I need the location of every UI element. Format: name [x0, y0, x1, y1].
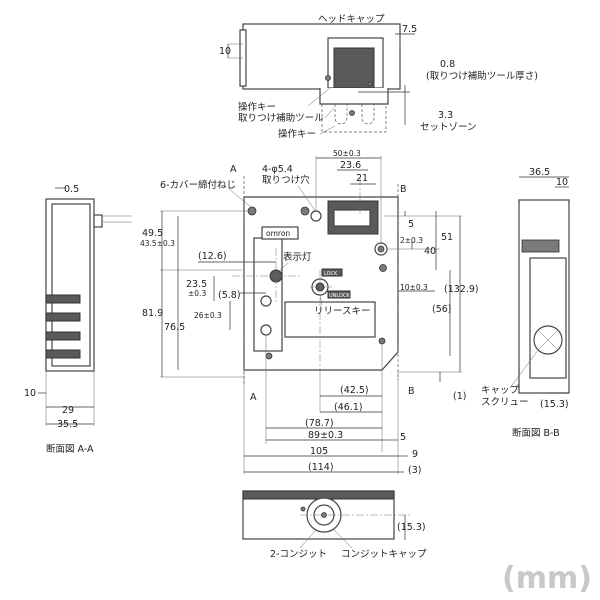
dim-w-21: 21: [356, 173, 368, 184]
label-mount-hole-count: 4-φ5.4: [262, 164, 293, 175]
dim-b-89: 89±0.3: [308, 430, 343, 441]
dim-top-0-8: 0.8: [440, 59, 455, 70]
label-operating-key-tool: 操作キー: [238, 101, 276, 113]
dim-h-23-5-tol: ±0.3: [188, 289, 206, 298]
label-cover-screw: 6-カバー締付ねじ: [160, 179, 236, 191]
dim-h-76-5: 76.5: [164, 322, 185, 333]
dim-b-9: 9: [412, 449, 418, 460]
mount-hole: [310, 210, 322, 222]
dim-b-114: (114): [308, 462, 334, 473]
dim-b-42-5: (42.5): [340, 385, 369, 396]
dim-aa-0-5: 0.5: [64, 184, 79, 195]
dim-w-50: 50±0.3: [333, 149, 361, 158]
front-view: [232, 178, 399, 371]
dim-r-40: 40: [424, 246, 436, 257]
label-mount-tool-thickness: (取りつけ補助ツール厚さ): [426, 70, 538, 82]
section-mark-a-bottom: A: [250, 392, 257, 403]
dim-b-105: 105: [310, 446, 328, 457]
dim-r-5: 5: [408, 219, 414, 230]
dim-h-23-5: 23.5: [186, 279, 207, 290]
label-set-zone: セットゾーン: [420, 122, 477, 133]
dim-bb-10: 10: [556, 177, 568, 188]
label-section-bb: 断面図 B-B: [512, 427, 560, 439]
unlock-label: UNLOCK: [329, 293, 350, 299]
dim-r-56: (56): [432, 304, 452, 315]
section-aa-view: [45, 198, 132, 372]
head-cap: [333, 47, 375, 89]
dim-b-78-7: (78.7): [305, 418, 334, 429]
label-mount-tool: 取りつけ補助ツール: [238, 112, 324, 124]
dim-top-7-5: 7.5: [402, 24, 417, 35]
label-section-aa: 断面図 A-A: [46, 443, 94, 455]
omron-logo: omron: [266, 229, 290, 238]
dim-h-49-5: 49.5: [142, 228, 163, 239]
dim-r-2: 2±0.3: [400, 236, 423, 245]
dim-aa-35-5: 35.5: [57, 419, 78, 430]
dim-r-1: (1): [453, 391, 466, 402]
dim-d-12-6: (12.6): [198, 251, 227, 262]
dim-top-3-3: 3.3: [438, 110, 453, 121]
dim-h-26: 26±0.3: [194, 311, 222, 320]
omron-badge: [261, 226, 299, 240]
label-release-key: リリースキー: [314, 306, 371, 317]
label-conduit-cap: コンジットキャップ: [341, 549, 427, 560]
section-bb-view: [518, 199, 570, 394]
dim-bb-15-3: (15.3): [540, 399, 569, 410]
dim-bot-15-3: (15.3): [397, 522, 426, 533]
lock-label: LOCK: [324, 271, 338, 277]
dim-r-10: 10±0.3: [400, 283, 428, 292]
section-mark-b-bottom: B: [408, 386, 415, 397]
label-head-cap: ヘッドキャップ: [318, 14, 385, 25]
label-mount-hole: 取りつけ穴: [262, 174, 310, 186]
section-mark-b-top: B: [400, 184, 407, 195]
label-operating-key: 操作キー: [278, 128, 316, 140]
dim-aa-29: 29: [62, 405, 74, 416]
label-indicator: 表示灯: [283, 251, 312, 263]
dim-w-23-6: 23.6: [340, 160, 361, 171]
dim-bb-36-5: 36.5: [529, 167, 550, 178]
dim-aa-10: 10: [24, 388, 36, 399]
top-view: [227, 23, 415, 133]
unit-label: (mm): [502, 561, 592, 596]
label-cap-screw-1: キャップ: [481, 385, 520, 396]
dim-b-46-1: (46.1): [334, 402, 363, 413]
dim-b-5: 5: [400, 432, 406, 443]
dim-h-43-5: 43.5±0.3: [140, 239, 175, 248]
dim-d-5-8: (5.8): [218, 290, 241, 301]
dim-r-132-9: (132.9): [444, 284, 479, 295]
dim-r-51: 51: [441, 232, 453, 243]
label-cap-screw-2: スクリュー: [481, 397, 529, 408]
dim-h-81-9: 81.9: [142, 308, 163, 319]
dim-b-3: (3): [408, 465, 421, 476]
label-conduit: 2-コンジット: [270, 549, 327, 560]
dim-top-10: 10: [219, 46, 231, 57]
section-mark-a-top: A: [230, 164, 237, 175]
